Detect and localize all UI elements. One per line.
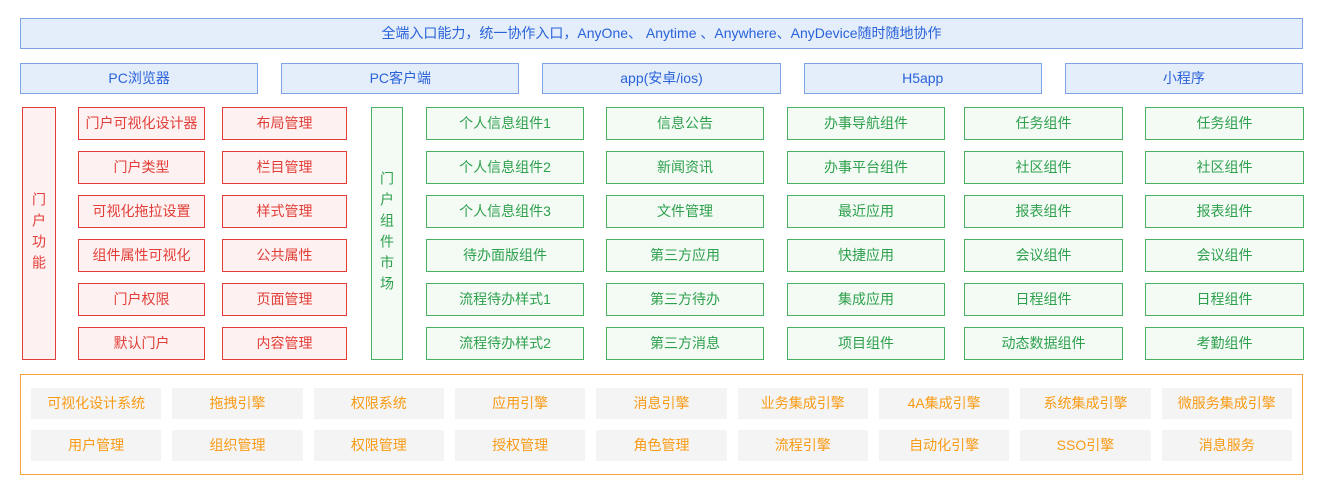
component-box: 第三方应用 bbox=[606, 239, 764, 272]
component-box: 办事平台组件 bbox=[787, 151, 945, 184]
component-box: 社区组件 bbox=[1145, 151, 1304, 184]
component-box: 快捷应用 bbox=[787, 239, 945, 272]
portal-management-box: 布局管理 bbox=[222, 107, 347, 140]
portal-management-box: 公共属性 bbox=[222, 239, 347, 272]
portal-management-box: 样式管理 bbox=[222, 195, 347, 228]
portal-management-box: 栏目管理 bbox=[222, 151, 347, 184]
portal-function-box: 组件属性可视化 bbox=[78, 239, 205, 272]
channel-box: app(安卓/ios) bbox=[542, 63, 781, 94]
platform-engine-box: 微服务集成引擎 bbox=[1161, 388, 1292, 419]
component-box: 待办面版组件 bbox=[426, 239, 584, 272]
portal-function-box: 门户可视化设计器 bbox=[78, 107, 205, 140]
banner: 全端入口能力，统一协作入口，AnyOne、 Anytime 、Anywhere、… bbox=[20, 18, 1303, 49]
component-box: 考勤组件 bbox=[1145, 327, 1304, 360]
component-box: 第三方消息 bbox=[606, 327, 764, 360]
component-box: 办事导航组件 bbox=[787, 107, 945, 140]
component-column-1: 个人信息组件1 个人信息组件2 个人信息组件3 待办面版组件 流程待办样式1 流… bbox=[426, 107, 584, 360]
portal-functions-label: 门户功能 bbox=[31, 191, 47, 276]
channel-box: 小程序 bbox=[1064, 63, 1304, 94]
portal-function-box: 可视化拖拉设置 bbox=[78, 195, 205, 228]
platform-engine-box: 权限系统 bbox=[313, 388, 444, 419]
platform-service-box: 自动化引擎 bbox=[878, 430, 1010, 461]
platform-service-box: 用户管理 bbox=[31, 430, 162, 461]
platform-engine-box: 可视化设计系统 bbox=[31, 388, 162, 419]
platform-service-box: 消息服务 bbox=[1161, 430, 1292, 461]
portal-functions-bar: 门户功能 bbox=[22, 107, 56, 360]
banner-text: 全端入口能力，统一协作入口，AnyOne、 Anytime 、Anywhere、… bbox=[381, 24, 942, 41]
portal-function-column-1: 门户可视化设计器 门户类型 可视化拖拉设置 组件属性可视化 门户权限 默认门户 bbox=[78, 107, 205, 360]
channel-row: PC浏览器 PC客户端 app(安卓/ios) H5app 小程序 bbox=[20, 63, 1304, 94]
component-box: 动态数据组件 bbox=[964, 327, 1123, 360]
component-box: 第三方待办 bbox=[606, 283, 764, 316]
platform-engine-box: 应用引擎 bbox=[454, 388, 586, 419]
component-box: 新闻资讯 bbox=[606, 151, 764, 184]
portal-management-box: 内容管理 bbox=[222, 327, 347, 360]
component-column-5: 任务组件 社区组件 报表组件 会议组件 日程组件 考勤组件 bbox=[1145, 107, 1304, 360]
platform-engine-box: 拖拽引擎 bbox=[172, 388, 303, 419]
component-box: 会议组件 bbox=[1145, 239, 1304, 272]
channel-box: PC客户端 bbox=[281, 63, 520, 94]
component-column-2: 信息公告 新闻资讯 文件管理 第三方应用 第三方待办 第三方消息 bbox=[606, 107, 764, 360]
component-box: 个人信息组件1 bbox=[426, 107, 584, 140]
platform-service-box: SSO引擎 bbox=[1020, 430, 1151, 461]
platform-panel: 可视化设计系统 拖拽引擎 权限系统 应用引擎 消息引擎 业务集成引擎 4A集成引… bbox=[20, 374, 1303, 475]
component-market-label: 门户组件市场 bbox=[379, 170, 395, 297]
middle-section: 门户功能 门户可视化设计器 门户类型 可视化拖拉设置 组件属性可视化 门户权限 … bbox=[0, 107, 1320, 360]
component-market-bar: 门户组件市场 bbox=[371, 107, 403, 360]
platform-engine-box: 4A集成引擎 bbox=[878, 388, 1010, 419]
platform-engine-row: 可视化设计系统 拖拽引擎 权限系统 应用引擎 消息引擎 业务集成引擎 4A集成引… bbox=[31, 388, 1292, 419]
component-box: 任务组件 bbox=[1145, 107, 1304, 140]
portal-function-box: 默认门户 bbox=[78, 327, 205, 360]
platform-service-box: 流程引擎 bbox=[737, 430, 868, 461]
component-box: 流程待办样式2 bbox=[426, 327, 584, 360]
platform-service-row: 用户管理 组织管理 权限管理 授权管理 角色管理 流程引擎 自动化引擎 SSO引… bbox=[31, 430, 1292, 461]
portal-function-column-2: 布局管理 栏目管理 样式管理 公共属性 页面管理 内容管理 bbox=[222, 107, 347, 360]
platform-service-box: 授权管理 bbox=[454, 430, 586, 461]
component-box: 会议组件 bbox=[964, 239, 1123, 272]
component-column-3: 办事导航组件 办事平台组件 最近应用 快捷应用 集成应用 项目组件 bbox=[787, 107, 945, 360]
component-box: 报表组件 bbox=[964, 195, 1123, 228]
component-box: 社区组件 bbox=[964, 151, 1123, 184]
platform-service-box: 权限管理 bbox=[313, 430, 444, 461]
platform-service-box: 角色管理 bbox=[596, 430, 727, 461]
channel-box: H5app bbox=[803, 63, 1042, 94]
component-box: 日程组件 bbox=[1145, 283, 1304, 316]
portal-function-box: 门户类型 bbox=[78, 151, 205, 184]
component-column-4: 任务组件 社区组件 报表组件 会议组件 日程组件 动态数据组件 bbox=[964, 107, 1123, 360]
platform-engine-box: 业务集成引擎 bbox=[737, 388, 868, 419]
component-box: 最近应用 bbox=[787, 195, 945, 228]
component-box: 文件管理 bbox=[606, 195, 764, 228]
component-box: 项目组件 bbox=[787, 327, 945, 360]
portal-management-box: 页面管理 bbox=[222, 283, 347, 316]
platform-engine-box: 系统集成引擎 bbox=[1020, 388, 1151, 419]
component-box: 流程待办样式1 bbox=[426, 283, 584, 316]
platform-engine-box: 消息引擎 bbox=[596, 388, 727, 419]
component-box: 报表组件 bbox=[1145, 195, 1304, 228]
portal-function-box: 门户权限 bbox=[78, 283, 205, 316]
platform-service-box: 组织管理 bbox=[172, 430, 303, 461]
component-box: 个人信息组件2 bbox=[426, 151, 584, 184]
component-box: 任务组件 bbox=[964, 107, 1123, 140]
component-box: 日程组件 bbox=[964, 283, 1123, 316]
channel-box: PC浏览器 bbox=[20, 63, 259, 94]
component-box: 个人信息组件3 bbox=[426, 195, 584, 228]
component-box: 信息公告 bbox=[606, 107, 764, 140]
component-box: 集成应用 bbox=[787, 283, 945, 316]
